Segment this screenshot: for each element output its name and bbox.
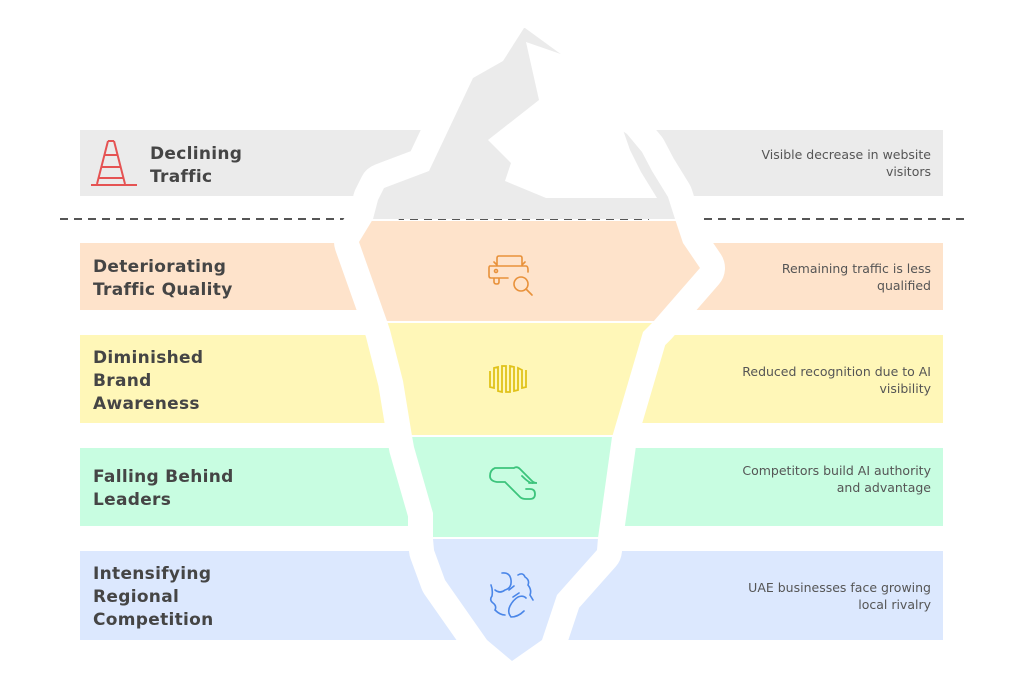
competing-hands-icon <box>489 572 534 618</box>
layer-title-brand-awareness: Diminished Brand Awareness <box>93 348 204 414</box>
layer-desc-brand-awareness: Reduced recognition due to AI visibility <box>742 364 931 396</box>
layer-title-declining-traffic: Declining Traffic <box>150 144 243 187</box>
car-search-icon <box>488 255 533 296</box>
iceberg-segment-yellow <box>387 323 652 435</box>
layer-title-traffic-quality: Deteriorating Traffic Quality <box>93 257 233 300</box>
layer-desc-falling-behind: Competitors build AI authority and advan… <box>742 463 931 495</box>
layer-title-regional-competition: Intensifying Regional Competition <box>93 564 214 630</box>
escalator-down-icon <box>489 466 538 500</box>
layer-desc-regional-competition: UAE businesses face growing local rivalr… <box>748 580 931 612</box>
layer-desc-declining-traffic: Visible decrease in website visitors <box>761 147 932 179</box>
layer-title-falling-behind: Falling Behind Leaders <box>93 467 234 510</box>
traffic-cone-icon <box>91 140 137 186</box>
iceberg-segment-blue <box>433 539 598 661</box>
wave-signal-icon <box>489 364 527 394</box>
iceberg-segment-orange <box>359 221 700 321</box>
layer-desc-traffic-quality: Remaining traffic is less qualified <box>781 261 931 293</box>
iceberg-segment-green <box>412 437 612 537</box>
iceberg-snow-face <box>488 42 657 198</box>
